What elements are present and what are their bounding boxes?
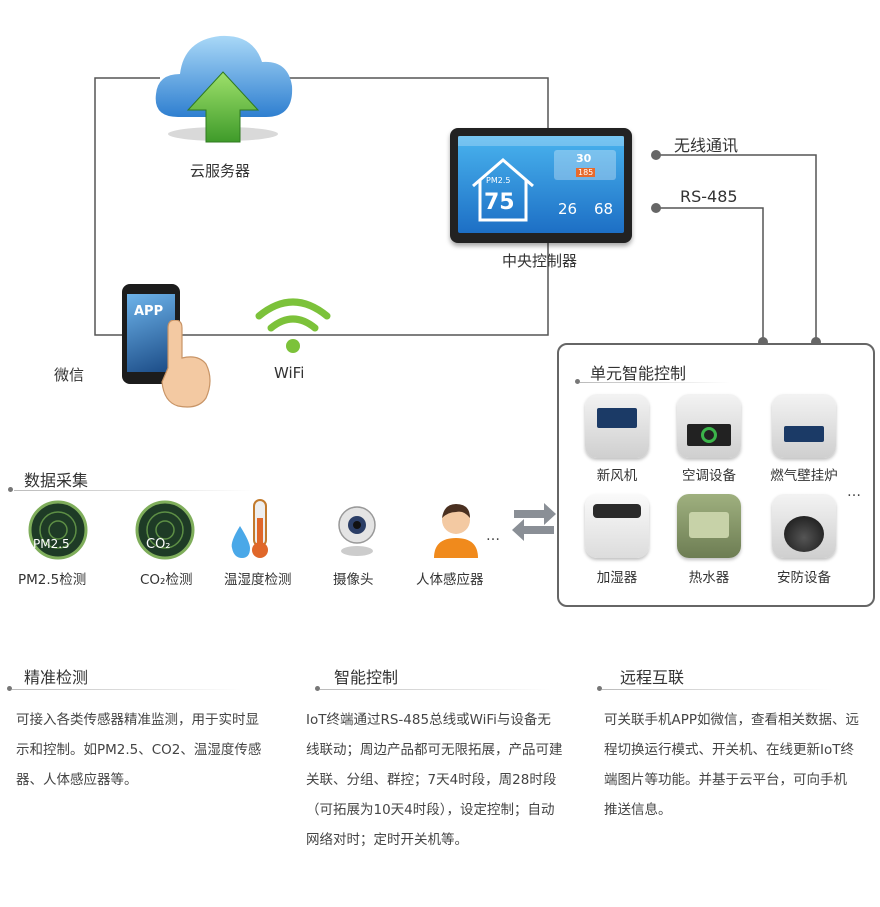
device-label-fresh-air: 新风机: [596, 468, 638, 484]
loop-wire: [94, 77, 549, 336]
rs485-wire: [656, 207, 764, 340]
gas-boiler-icon: [772, 394, 836, 458]
feature2-bullet: [315, 686, 320, 691]
unit-control-panel: [557, 343, 875, 607]
humidifier-icon: [585, 494, 649, 558]
cloud-label: 云服务器: [190, 162, 251, 180]
screen-temp2-value: 26: [558, 200, 578, 218]
sensor-label-pm25: PM2.5检测: [18, 572, 87, 588]
central-controller: PM2.5 75 30 185 26 68: [450, 128, 632, 243]
feature3-bullet: [597, 686, 602, 691]
device-label-ac: 空调设备: [682, 468, 736, 484]
cloud-server-icon: [155, 35, 293, 143]
thermometer-humidity-icon: [231, 499, 268, 558]
wireless-label: 无线通讯: [674, 136, 739, 155]
feature3-title: 远程互联: [620, 668, 685, 687]
pm25-sensor-icon: [28, 500, 88, 560]
camera-icon: [338, 506, 376, 556]
house-icon: [472, 158, 534, 222]
device-label-gas-boiler: 燃气壁挂炉: [770, 468, 838, 484]
data-title-bullet: [8, 487, 13, 492]
sensor-label-co2: CO₂检测: [140, 572, 193, 588]
sensor-label-temp-humid: 温湿度检测: [224, 572, 292, 588]
screen-humid-value: 68: [594, 200, 614, 218]
screen-aqi-value: 185: [576, 168, 596, 177]
screen-temp-value: 30: [576, 152, 592, 165]
person-sensor-icon: [434, 504, 478, 558]
unit-title: 单元智能控制: [590, 364, 687, 383]
screen-pm-text: PM2.5: [486, 176, 511, 185]
feature1-title: 精准检测: [24, 668, 89, 687]
controller-label: 中央控制器: [502, 252, 578, 270]
unit-title-bullet: [575, 379, 580, 384]
exchange-arrows-icon: [512, 503, 556, 541]
sensor-label-camera: 摄像头: [333, 572, 374, 588]
cloud-to-controller-wire: [250, 77, 549, 130]
water-heater-icon: [677, 494, 741, 558]
controller-screen: PM2.5 75 30 185 26 68: [458, 136, 624, 233]
ac-device-icon: [677, 394, 741, 458]
wechat-label: 微信: [54, 366, 85, 384]
feature3-underline: [602, 689, 832, 690]
feature1-text: 可接入各类传感器精准监测，用于实时显示和控制。如PM2.5、CO2、温湿度传感器…: [16, 712, 262, 788]
device-label-humidifier: 加湿器: [596, 570, 638, 586]
app-screen-text: APP: [134, 304, 164, 319]
feature1-bullet: [7, 686, 12, 691]
phone-screen: [127, 294, 175, 372]
security-camera-icon: [772, 494, 836, 558]
hand-icon: [161, 320, 211, 408]
pm25-icon-text: PM2.5: [33, 537, 70, 551]
screen-pm-value: 75: [484, 190, 515, 215]
feature1-underline: [12, 689, 242, 690]
unit-title-underline: [580, 382, 730, 383]
sensor-more-dots: …: [486, 528, 501, 544]
device-label-security: 安防设备: [777, 570, 831, 586]
feature3-text: 可关联手机APP如微信，查看相关数据、远程切换运行模式、开关机、在线更新IoT终…: [604, 712, 860, 818]
co2-icon-text: CO₂: [146, 537, 171, 552]
screen-status-bar: [458, 136, 624, 146]
feature2-underline: [320, 689, 550, 690]
device-label-water-heater: 热水器: [688, 570, 730, 586]
fresh-air-device-icon: [585, 394, 649, 458]
wireless-node: [651, 150, 661, 160]
wifi-label: WiFi: [274, 364, 305, 382]
unit-more-dots: …: [847, 484, 862, 500]
wifi-icon: [255, 298, 331, 353]
data-collect-title: 数据采集: [24, 471, 89, 490]
feature2-text: IoT终端通过RS-485总线或WiFi与设备无线联动；周边产品都可无限拓展，产…: [306, 712, 563, 848]
data-title-underline: [14, 490, 254, 491]
feature2-title: 智能控制: [334, 668, 399, 687]
sensor-label-person: 人体感应器: [416, 572, 484, 588]
rs485-label: RS-485: [680, 187, 738, 206]
rs485-node: [651, 203, 661, 213]
co2-sensor-icon: [135, 500, 195, 560]
wireless-wire: [656, 154, 817, 340]
